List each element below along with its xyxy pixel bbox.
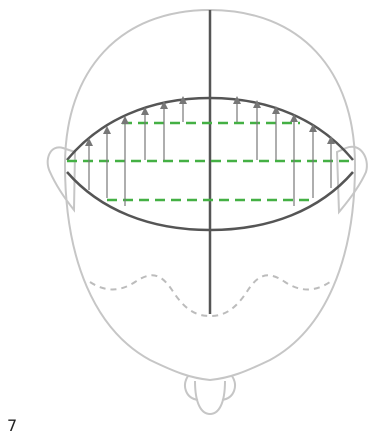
- right-ear: [337, 147, 367, 212]
- neck-center: [195, 381, 225, 414]
- step-number: 7: [7, 416, 17, 436]
